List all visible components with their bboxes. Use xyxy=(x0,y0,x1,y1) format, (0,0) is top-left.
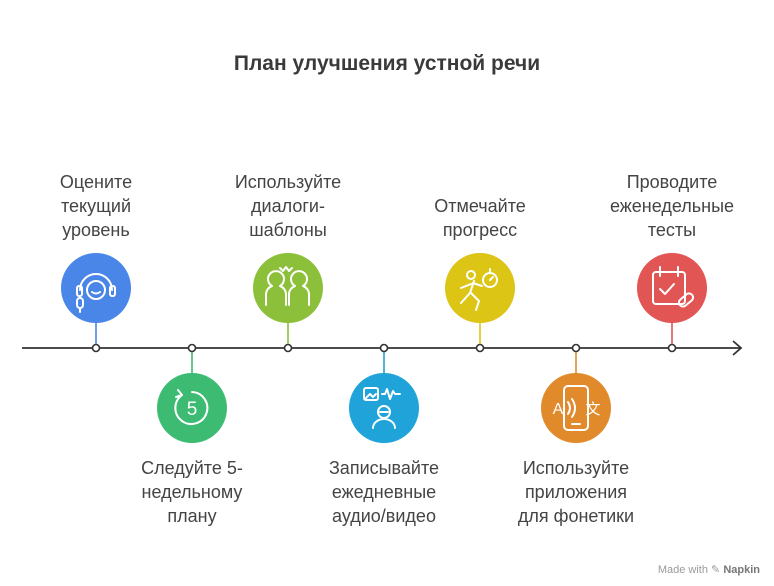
running-timer-icon xyxy=(460,268,498,311)
step-label-6: Используйте приложения для фонетики xyxy=(501,456,651,528)
step-label-5: Отмечайте прогресс xyxy=(405,194,555,242)
timeline-node-7 xyxy=(667,343,677,353)
two-people-icon xyxy=(265,266,310,306)
label-line: диалоги- xyxy=(251,196,325,216)
timeline-node-5 xyxy=(475,343,485,353)
timeline-node-4 xyxy=(379,343,389,353)
label-line: ежедневные xyxy=(331,482,437,502)
label-line: Отмечайте xyxy=(434,196,526,216)
label-line: уровень xyxy=(62,220,130,240)
label-line: Проводите xyxy=(626,172,718,192)
page-title: План улучшения устной речи xyxy=(233,52,541,75)
label-line: еженедельные xyxy=(609,196,735,216)
media-recording-icon xyxy=(363,387,401,429)
svg-text:A: A xyxy=(553,401,564,418)
label-line: недельному xyxy=(141,482,243,502)
step-circle-3 xyxy=(253,253,323,323)
step-circle-5 xyxy=(445,253,515,323)
label-line: текущий xyxy=(60,196,132,216)
label-line: приложения xyxy=(524,482,628,502)
timeline-node-1 xyxy=(91,343,101,353)
step-label-7: Проводите еженедельные тесты xyxy=(597,170,747,242)
label-line: прогресс xyxy=(442,220,518,240)
timeline-arrowhead xyxy=(732,340,743,356)
label-line: Оцените xyxy=(59,172,133,192)
svg-text:5: 5 xyxy=(187,399,198,420)
step-label-2: Следуйте 5- недельному плану xyxy=(117,456,267,528)
label-line: Используйте xyxy=(522,458,630,478)
step-label-1: Оцените текущий уровень xyxy=(21,170,171,242)
label-line: шаблоны xyxy=(249,220,327,240)
timeline-node-6 xyxy=(571,343,581,353)
step-circle-1 xyxy=(61,253,131,323)
headset-icon xyxy=(76,273,116,313)
label-line: плану xyxy=(167,506,217,526)
calendar-check-icon xyxy=(652,266,695,308)
label-line: аудио/видео xyxy=(332,506,436,526)
step-circle-7 xyxy=(637,253,707,323)
countdown-5-icon: 5 xyxy=(174,389,209,425)
timeline-node-3 xyxy=(283,343,293,353)
label-line: Используйте xyxy=(234,172,342,192)
timeline-node-2 xyxy=(187,343,197,353)
napkin-logo-icon: ✎ xyxy=(711,564,721,576)
label-line: для фонетики xyxy=(517,506,635,526)
svg-text:文: 文 xyxy=(585,400,600,418)
label-line: Следуйте 5- xyxy=(141,458,243,478)
step-circle-2 xyxy=(157,373,227,443)
label-line: Записывайте xyxy=(328,458,440,478)
step-label-3: Используйте диалоги-шаблоны xyxy=(213,170,363,242)
napkin-watermark: Made with ✎ Napkin xyxy=(657,564,760,576)
label-line: тесты xyxy=(647,220,697,240)
step-circle-4 xyxy=(349,373,419,443)
step-label-4: Записывайте ежедневные аудио/видео xyxy=(309,456,459,528)
